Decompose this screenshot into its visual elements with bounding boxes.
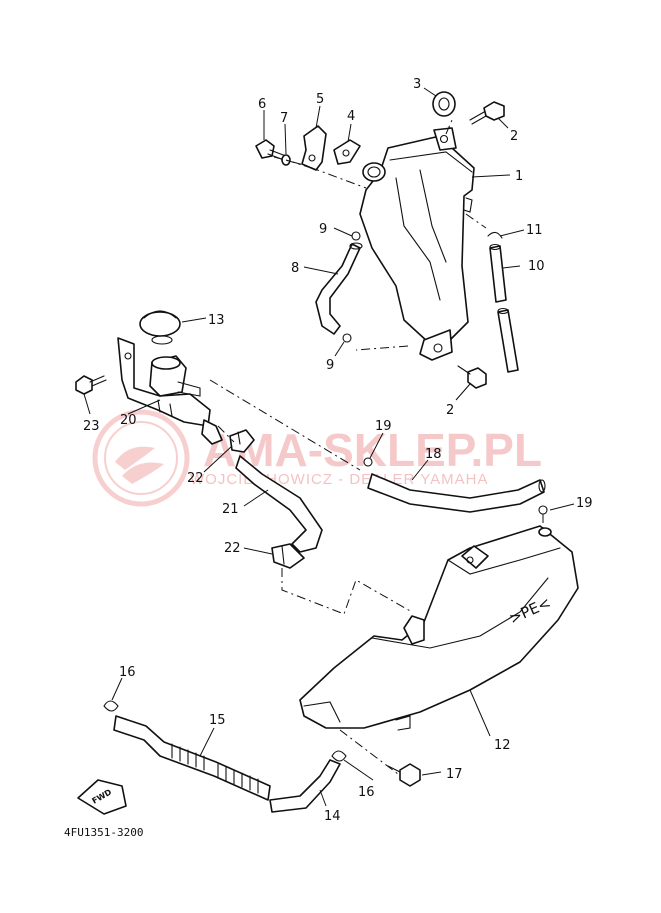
cap-13 [139,310,181,345]
hose-8 [315,242,363,335]
callout-9-upper: 9 [319,222,327,237]
clip-4 [333,139,361,165]
clamp-9-upper [351,231,361,241]
bolt-17 [387,763,421,787]
bolt-2-upper [469,101,505,125]
callout-4: 4 [347,109,355,124]
callout-19-upper: 19 [375,419,392,434]
bolt-2-lower [457,365,487,389]
diagram-code: 4FU1351-3200 [64,826,143,839]
callout-13: 13 [208,313,225,328]
hose-21 [235,455,323,553]
callouts: 1 2 2 3 4 5 6 7 8 9 9 10 11 12 13 14 15 … [83,77,593,824]
callout-6: 6 [258,97,266,112]
callout-20: 20 [120,413,137,428]
bolt-6 [255,139,287,161]
callout-9-lower: 9 [326,358,334,373]
grommet-3 [432,91,456,117]
hose-14 [269,759,341,813]
callout-2-lower: 2 [446,403,454,418]
callout-5: 5 [316,92,324,107]
clamp-11 [487,231,503,239]
callout-7: 7 [280,111,288,126]
clamp-19-right [538,505,548,515]
callout-15: 15 [209,713,226,728]
hose-10 [489,243,519,373]
callout-22-lower: 22 [224,541,241,556]
clamp-22-upper [229,429,255,453]
watermark: AMA-SKLEP.PL WOJCIECHOWICZ - DEALER YAMA… [92,409,542,507]
callout-10: 10 [528,259,545,274]
callout-16-left: 16 [119,665,136,680]
callout-18: 18 [425,447,442,462]
callout-1: 1 [515,169,523,184]
protector-15 [113,715,271,801]
clamp-16-right [331,750,347,762]
fwd-arrow-icon: FWD [77,779,127,815]
callout-12: 12 [494,738,511,753]
clamp-19-left [363,457,373,467]
callout-16-right: 16 [358,785,375,800]
master-cylinder-20 [117,337,223,445]
callout-3: 3 [413,77,421,92]
watermark-subtitle: WOJCIECHOWICZ - DEALER YAMAHA [190,471,488,488]
callout-8: 8 [291,261,299,276]
leader-lines [83,87,575,807]
assembly-lines [209,119,544,775]
callout-19-right: 19 [576,496,593,511]
bracket-5 [301,125,327,171]
callout-14: 14 [324,809,341,824]
clamp-9-lower [342,333,352,343]
callout-23: 23 [83,419,100,434]
coolant-reservoir-upper [359,127,475,361]
callout-17: 17 [446,767,463,782]
coolant-tank-12: >PE< [299,525,579,731]
callout-22-upper: 22 [187,471,204,486]
yamaha-logo-icon [92,409,190,507]
hose-18 [367,473,546,513]
callout-11: 11 [526,223,543,238]
bolt-23 [75,375,107,395]
watermark-title: AMA-SKLEP.PL [203,424,542,476]
callout-21: 21 [222,502,239,517]
clamp-22-lower [271,543,305,569]
callout-2-upper: 2 [510,129,518,144]
clamp-16-left [103,700,119,712]
